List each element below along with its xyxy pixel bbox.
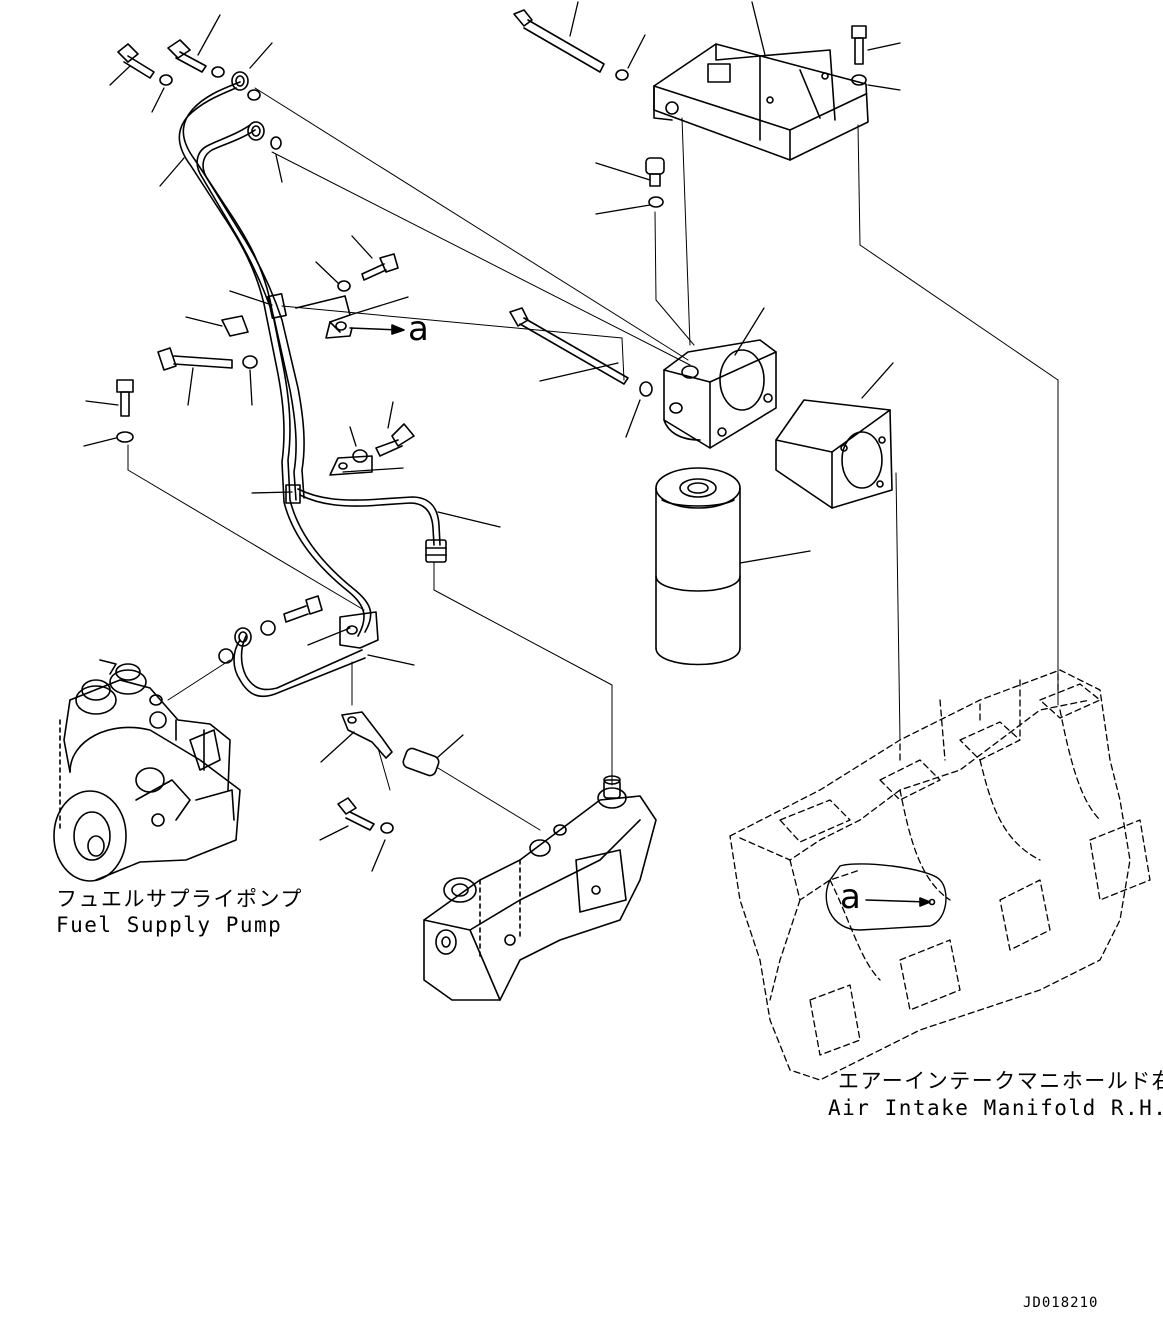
filter-head [663,339,777,449]
detail-a-callout-area [825,863,947,931]
detail-a-arrow [349,324,405,335]
fuel-supply-pump-label-en: Fuel Supply Pump [56,913,283,937]
manifold-reference-letter: a [840,877,861,917]
fuel-filter-cartridge [655,467,741,666]
pipe-fittings [231,71,447,647]
link-lines [127,87,1059,831]
drawing-number: JD018210 [1023,1295,1099,1311]
pipe-clamps [267,292,393,759]
fuel-pipe-assembly [178,81,441,698]
air-intake-manifold-label-en: Air Intake Manifold R.H. [828,1096,1163,1120]
clip-reference-letter: a [408,309,429,349]
air-intake-manifold-label-jp: エアーインテークマニホールド右 [838,1069,1163,1093]
bolts-and-washers [116,9,867,834]
leader-lines [83,1,901,872]
fuel-supply-pump-label-jp: フュエルサプライポンプ [56,887,303,911]
adapter-block [775,399,893,509]
filter-mounting-bracket [653,43,869,161]
fuel-block [423,775,657,1001]
fuel-supply-pump [53,659,241,882]
air-intake-manifold [729,669,1151,1081]
